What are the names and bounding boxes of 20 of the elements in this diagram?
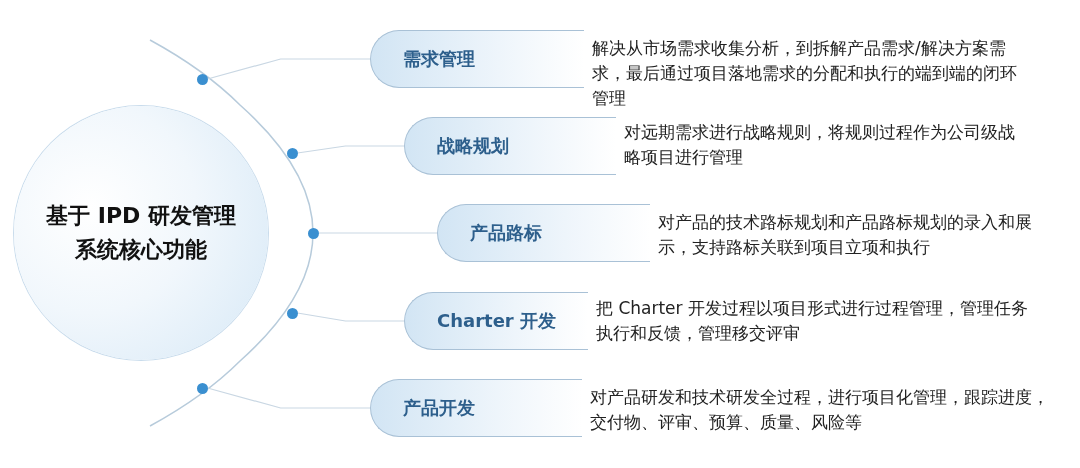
- connector-dot: [286, 147, 298, 159]
- connector-line: [296, 145, 405, 154]
- description-text: 对远期需求进行战略规则，将规则过程作为公司级战略项目进行管理: [624, 121, 1016, 169]
- description-text: 解决从市场需求收集分析，到拆解产品需求/解决方案需求，最后通过项目落地需求的分配和执行的端到端的闭环管理: [592, 37, 1018, 110]
- connector-dot: [196, 73, 208, 85]
- description-text: 对产品的技术路标规划和产品路标规划的录入和展示，支持路标关联到项目立项和执行: [658, 211, 1033, 259]
- description-text: 对产品研发和技术研发全过程，进行项目化管理，跟踪进度，交付物、评审、预算、质量、风险等: [590, 386, 1050, 434]
- label-pill: 需求管理: [370, 30, 584, 88]
- label-pill: 产品开发: [370, 379, 582, 437]
- connector-dot: [286, 307, 298, 319]
- connector-dot: [196, 382, 208, 394]
- connector-line: [296, 312, 405, 322]
- label-pill: 战略规划: [404, 117, 616, 175]
- label-pill: Charter 开发: [404, 292, 588, 350]
- center-circle: 基于 IPD 研发管理系统核心功能: [14, 106, 268, 360]
- label-pill: 产品路标: [437, 204, 650, 262]
- connector-line: [206, 387, 371, 409]
- connector-dot: [307, 227, 319, 239]
- description-text: 把 Charter 开发过程以项目形式进行过程管理，管理任务执行和反馈，管理移交评审: [596, 297, 1029, 345]
- connector-line: [206, 58, 371, 80]
